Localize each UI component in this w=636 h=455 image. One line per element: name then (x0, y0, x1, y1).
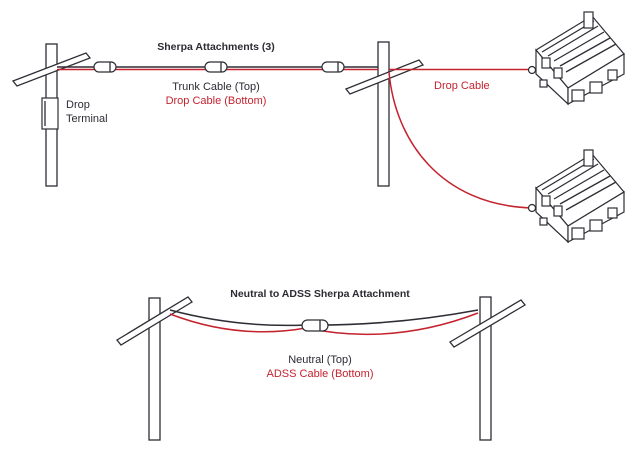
trunk-cable-label: Trunk Cable (Top) (172, 81, 260, 93)
sherpa-attachment (301, 319, 329, 332)
right-utility-pole (344, 41, 425, 187)
house-window (571, 227, 585, 240)
neutral-label: Neutral (Top) (288, 354, 352, 366)
sherpa-attachment (204, 61, 228, 73)
drop-terminal-box (41, 97, 59, 130)
house-window (589, 219, 603, 232)
drop-connection-point (527, 65, 537, 75)
house-chimney (583, 11, 594, 29)
drop-terminal-label-line1: Drop (66, 99, 90, 111)
adss-cable-label: ADSS Cable (Bottom) (267, 368, 374, 380)
pole-crossarm (11, 52, 92, 87)
pole-shaft (148, 297, 161, 441)
pole-shaft (479, 296, 492, 441)
right-utility-pole (449, 296, 526, 441)
house-1 (527, 11, 625, 106)
pole-crossarm (116, 296, 193, 346)
drop-cable-to-house-2 (388, 71, 533, 209)
drop-terminal (41, 97, 59, 130)
house-2 (527, 149, 625, 244)
drop-cable-label: Drop Cable (434, 80, 490, 92)
sherpa-attachments-title: Sherpa Attachments (3) (157, 41, 274, 53)
top-diagram: Sherpa Attachments (3) Trunk Cable (Top)… (11, 11, 625, 244)
drop-cable-bottom-label: Drop Cable (Bottom) (166, 95, 267, 107)
neutral-adss-title: Neutral to ADSS Sherpa Attachment (230, 288, 410, 300)
house-window (571, 89, 585, 102)
pole-crossarm (449, 299, 526, 348)
bottom-diagram: Neutral to ADSS Sherpa Attachment Neutra… (116, 288, 526, 441)
pole-shaft (377, 41, 390, 187)
house-window (589, 81, 603, 94)
drop-terminal-label-line2: Terminal (66, 113, 108, 125)
left-utility-pole (116, 296, 193, 441)
sherpa-attachment (321, 61, 345, 73)
sherpa-attachment (93, 61, 117, 73)
house-chimney (583, 149, 594, 167)
drop-connection-point (527, 203, 537, 213)
